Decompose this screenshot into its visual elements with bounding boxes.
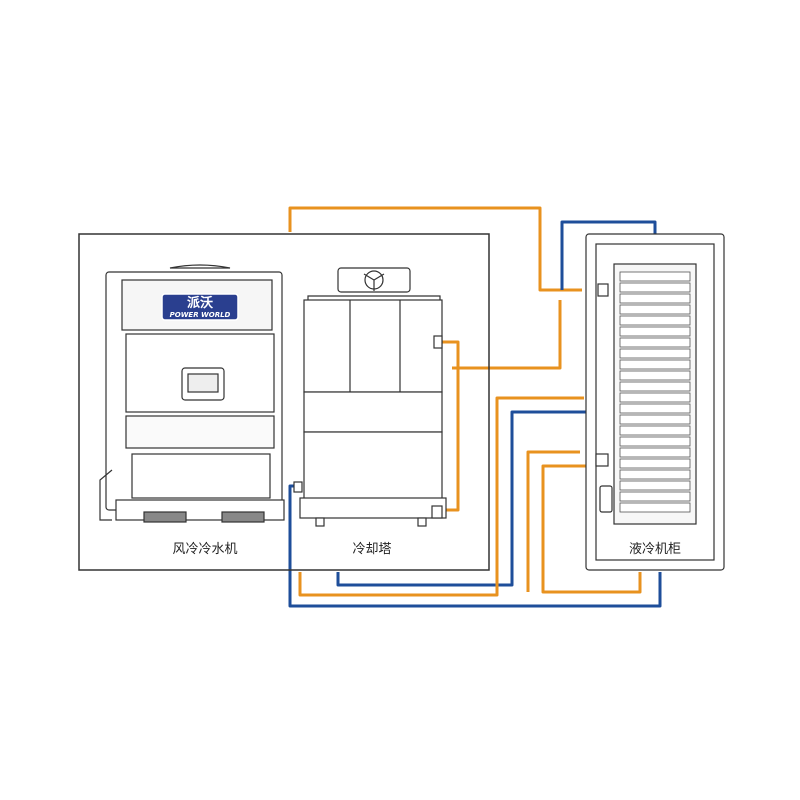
pipe-connector-icon [433,335,443,349]
cabinet-slat [619,315,691,326]
cabinet-slat [619,271,691,282]
cooling-tower-unit [293,267,447,527]
hot-pipe-top [288,206,582,292]
hot-pipe-low2 [541,464,642,594]
logo-en: POWER WORLD [170,311,231,319]
vent-right [221,511,265,523]
cabinet-slat [619,469,691,480]
hot-pipe-tower-right [440,340,460,512]
cabinet-slat [619,403,691,414]
pipes [288,206,662,608]
cabinet-slat [619,425,691,436]
cold-pipe-mid [336,410,600,587]
cabinet-slat [619,359,691,370]
side-pipe-icon [99,469,113,521]
cabinet-slat [619,447,691,458]
logo-cn: 派沃 [187,295,213,311]
cold-pipe-bottom [288,484,662,608]
hot-pipe-tower-mid [452,300,562,370]
cabinet-slat [619,370,691,381]
outdoor-enclosure [78,233,490,571]
cabinet-slat [619,414,691,425]
hot-pipe-low [526,450,580,592]
label-cooling-tower: 冷却塔 [352,542,391,557]
cabinet-slat [619,337,691,348]
cabinet-slat [619,304,691,315]
cold-pipe-top [560,220,657,290]
fan-icon [363,270,385,291]
brand-logo: 派沃 POWER WORLD [161,293,239,321]
label-air-chiller: 风冷冷水机 [172,542,237,557]
cabinet-slat [619,392,691,403]
cabinet-slats [619,271,691,513]
cabinet-slat [619,491,691,502]
cabinet-slat [619,348,691,359]
cabinet-slat [619,502,691,513]
label-liquid-cabinet: 液冷机柜 [629,542,681,557]
vent-left [143,511,187,523]
cabinet-handle [599,485,613,513]
cabinet-slat [619,293,691,304]
cabinet-slat [619,436,691,447]
cabinet-slat [619,282,691,293]
cabinet-slat [619,480,691,491]
cabinet-slat [619,326,691,337]
cabinet-slat [619,458,691,469]
cabinet-slat [619,381,691,392]
hot-pipe-mid [298,396,584,597]
